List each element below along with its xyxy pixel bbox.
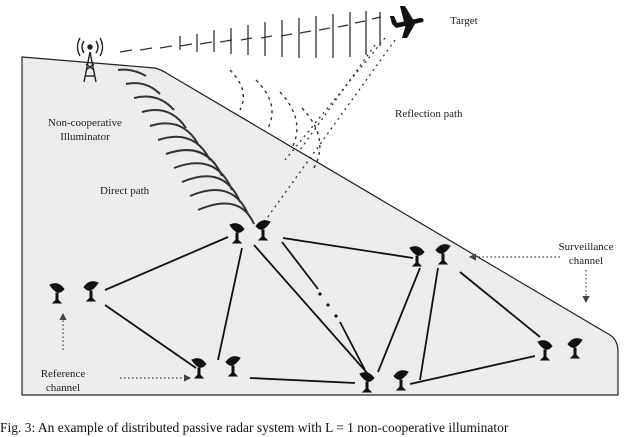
target-label: Target <box>450 15 478 27</box>
coverage-region <box>21 56 619 396</box>
ellipsis-dots <box>318 292 338 318</box>
reflection-wavefronts <box>119 11 382 58</box>
direct-path-label: Direct path <box>100 185 150 197</box>
aircraft-icon <box>390 6 424 38</box>
direct-path-wavefronts <box>117 68 321 225</box>
receiver-dishes <box>49 220 583 393</box>
illuminator-tower-icon <box>76 37 104 83</box>
illuminator-label-line1: Non-cooperative <box>48 117 122 129</box>
annotation-arrows <box>59 253 590 382</box>
illuminator-label-line2: Illuminator <box>60 131 110 143</box>
reference-channel-label-line1: Reference <box>41 368 86 380</box>
surveillance-channel-label-line1: Surveillance <box>559 241 614 253</box>
ellipsis-link <box>339 321 366 371</box>
reflection-path-label: Reflection path <box>395 108 463 120</box>
surveillance-channel-label-line2: channel <box>569 255 603 267</box>
network-links <box>104 236 541 385</box>
figure-caption: Fig. 3: An example of distributed passiv… <box>0 420 509 435</box>
reflection-path <box>261 37 396 226</box>
reference-channel-label-line2: channel <box>46 382 80 394</box>
